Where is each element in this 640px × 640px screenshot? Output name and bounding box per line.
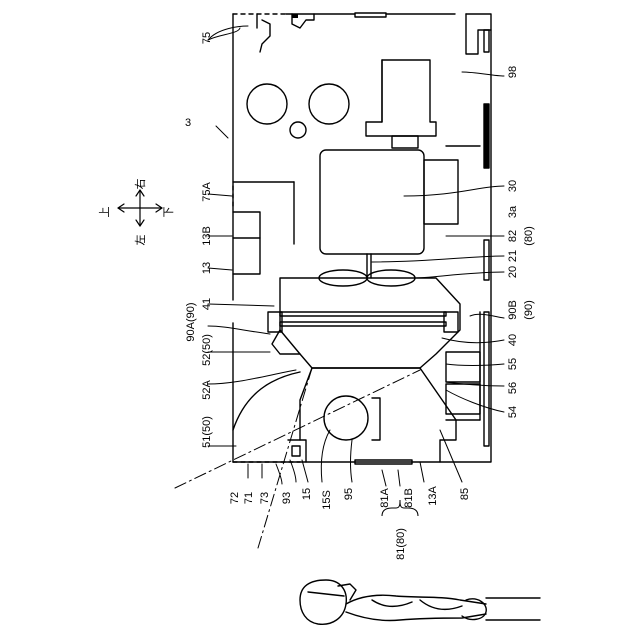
label-81A: 81A	[379, 488, 391, 508]
label-98: 98	[507, 66, 519, 78]
label-15: 15	[301, 488, 313, 500]
label-41: 41	[201, 298, 213, 310]
label-3: 3	[185, 117, 191, 129]
label-30: 30	[507, 180, 519, 192]
lower-assembly	[288, 368, 456, 462]
part-13	[233, 182, 294, 274]
label-55: 55	[507, 358, 519, 370]
direction-down-label: 下	[163, 207, 175, 218]
label-95: 95	[343, 488, 355, 500]
dark-markers	[292, 14, 489, 168]
label-85: 85	[459, 488, 471, 500]
leader-lines	[208, 26, 504, 486]
component-30	[320, 146, 480, 254]
reference-labels: 75 3 98 75A 13B 13 41 90A(90) 52(50) 52A…	[185, 32, 535, 560]
label-80-paren: (80)	[523, 226, 535, 246]
label-73: 73	[259, 492, 271, 504]
component-20	[319, 254, 415, 286]
direction-arrows	[118, 190, 162, 226]
right-side-plates	[355, 13, 489, 464]
label-13: 13	[201, 262, 213, 274]
direction-labels: 右 左 上 下	[98, 179, 175, 246]
shaft-40	[268, 278, 460, 368]
label-90B-paren: (90)	[523, 300, 535, 320]
housing-outline	[233, 14, 491, 462]
label-20: 20	[507, 266, 519, 278]
label-3a: 3a	[507, 205, 519, 218]
label-15S: 15S	[321, 490, 333, 510]
label-51: 51(50)	[201, 416, 213, 448]
label-21: 21	[507, 250, 519, 262]
label-93: 93	[281, 492, 293, 504]
label-81B: 81B	[403, 488, 415, 508]
label-75A: 75A	[201, 182, 213, 202]
label-82: 82	[507, 230, 519, 242]
label-40: 40	[507, 334, 519, 346]
direction-right-label: 右	[133, 179, 147, 190]
component-98	[366, 60, 436, 148]
person-figure	[300, 580, 540, 624]
label-13A: 13A	[427, 486, 439, 506]
label-13B: 13B	[201, 226, 213, 246]
label-90A: 90A(90)	[185, 302, 197, 341]
direction-up-label: 上	[98, 207, 111, 218]
label-72: 72	[229, 492, 241, 504]
label-56: 56	[507, 382, 519, 394]
fan-circles	[247, 20, 349, 138]
label-90B: 90B	[507, 300, 519, 320]
label-75: 75	[201, 32, 213, 44]
label-81: 81(80)	[395, 528, 407, 560]
label-54: 54	[507, 406, 519, 418]
direction-left-label: 左	[134, 235, 147, 246]
label-71: 71	[243, 492, 255, 504]
label-52A: 52A	[201, 380, 213, 400]
label-52: 52(50)	[201, 334, 213, 366]
